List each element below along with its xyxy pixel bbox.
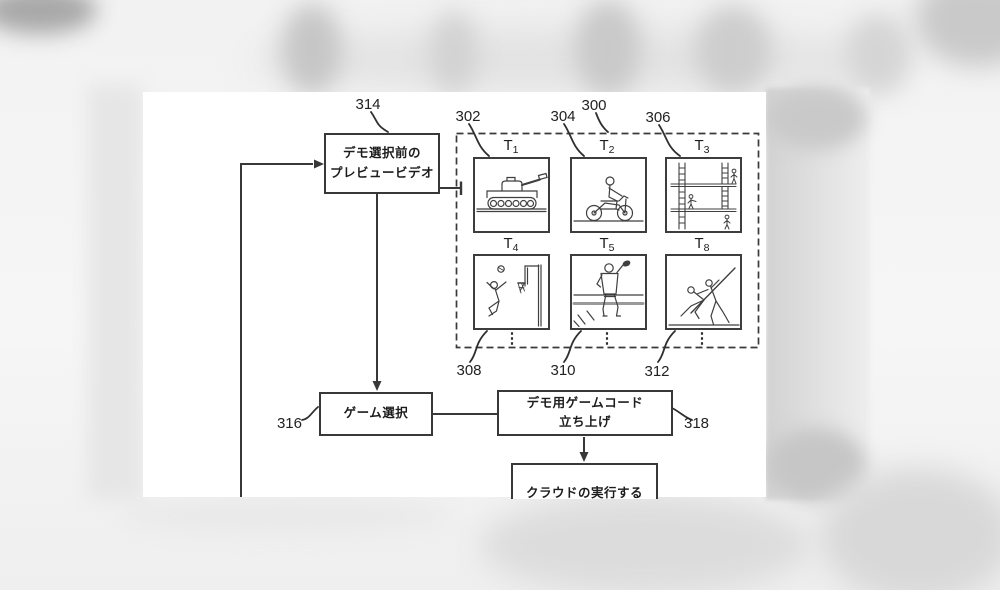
- ref-300: 300: [581, 97, 607, 114]
- ref-314: 314: [355, 96, 381, 113]
- backdrop-left-band: [88, 85, 143, 500]
- ref-304: 304: [550, 108, 576, 125]
- backdrop-blob: [820, 468, 1000, 590]
- basketball-dunk-icon: [486, 264, 542, 327]
- tile-label-sub: 1: [512, 144, 519, 156]
- tile-thumbnail-basketball: [473, 254, 550, 330]
- tile-label-sub: 3: [703, 144, 710, 156]
- preview-video-box: デモ選択前の プレビュービデオ: [324, 133, 440, 194]
- backdrop-blob: [0, 0, 97, 34]
- tile-label-sub: 2: [608, 144, 615, 156]
- ref-310: 310: [550, 362, 576, 379]
- backdrop-blob: [575, 0, 641, 96]
- tile-label-t1: T1: [491, 137, 531, 156]
- tile-thumbnail-scaffold: [665, 157, 742, 233]
- backdrop-blob: [480, 495, 810, 590]
- tile-label-t2: T2: [587, 137, 627, 156]
- ref-318: 318: [684, 415, 710, 432]
- backdrop-blob: [430, 12, 478, 94]
- backdrop-blob: [845, 14, 911, 94]
- cloud-exec-box: クラウドの実行する: [511, 463, 658, 499]
- ref-316: 316: [276, 415, 302, 432]
- ref-312: 312: [644, 363, 670, 380]
- tile-label-base: T: [503, 235, 513, 252]
- tile-label-base: T: [503, 137, 513, 154]
- preview-video-line2: プレビュービデオ: [329, 165, 434, 180]
- tile-thumbnail-quarterback: [570, 254, 647, 330]
- demo-code-box: デモ用ゲームコード 立ち上げ: [497, 390, 673, 436]
- tile-label-sub: 5: [608, 242, 615, 254]
- tile-thumbnail-tackle: [665, 254, 742, 330]
- ref-306: 306: [645, 109, 671, 126]
- game-select-box: ゲーム選択: [319, 392, 433, 436]
- tile-label-base: T: [694, 235, 704, 252]
- backdrop-blob: [282, 4, 342, 94]
- demo-code-line2: 立ち上げ: [558, 415, 611, 429]
- backdrop-blob: [915, 0, 1000, 67]
- ref-302: 302: [455, 108, 481, 125]
- tile-label-t3: T3: [682, 137, 722, 156]
- tile-label-t4: T4: [491, 235, 531, 254]
- tile-label-sub: 8: [703, 242, 710, 254]
- tile-thumbnail-tank: [473, 157, 550, 233]
- motorcycle-icon: [573, 176, 644, 222]
- ref-308: 308: [456, 362, 482, 379]
- cloud-exec-label: クラウドの実行する: [525, 486, 643, 499]
- tile-label-t8: T8: [682, 235, 722, 254]
- preview-video-line1: デモ選択前の: [342, 146, 421, 161]
- football-tackle-icon: [668, 267, 740, 326]
- more-tiles-ellipsis: ⋮: [599, 330, 615, 347]
- tile-label-base: T: [599, 235, 609, 252]
- scaffold-climbing-icon: [670, 162, 738, 230]
- tile-label-base: T: [599, 137, 609, 154]
- backdrop-blob: [120, 497, 450, 535]
- game-select-label: ゲーム選択: [343, 406, 409, 421]
- tile-label-t5: T5: [587, 235, 627, 254]
- tank-icon: [476, 172, 548, 213]
- tile-thumbnail-motorcycle: [570, 157, 647, 233]
- tile-label-base: T: [694, 137, 704, 154]
- more-tiles-ellipsis: ⋮: [694, 330, 710, 347]
- backdrop-blob: [695, 6, 771, 94]
- demo-code-line1: デモ用ゲームコード: [526, 395, 644, 410]
- backdrop-blob: [766, 86, 866, 150]
- tile-label-sub: 4: [512, 242, 519, 254]
- more-tiles-ellipsis: ⋮: [504, 330, 520, 347]
- football-quarterback-icon: [572, 260, 645, 328]
